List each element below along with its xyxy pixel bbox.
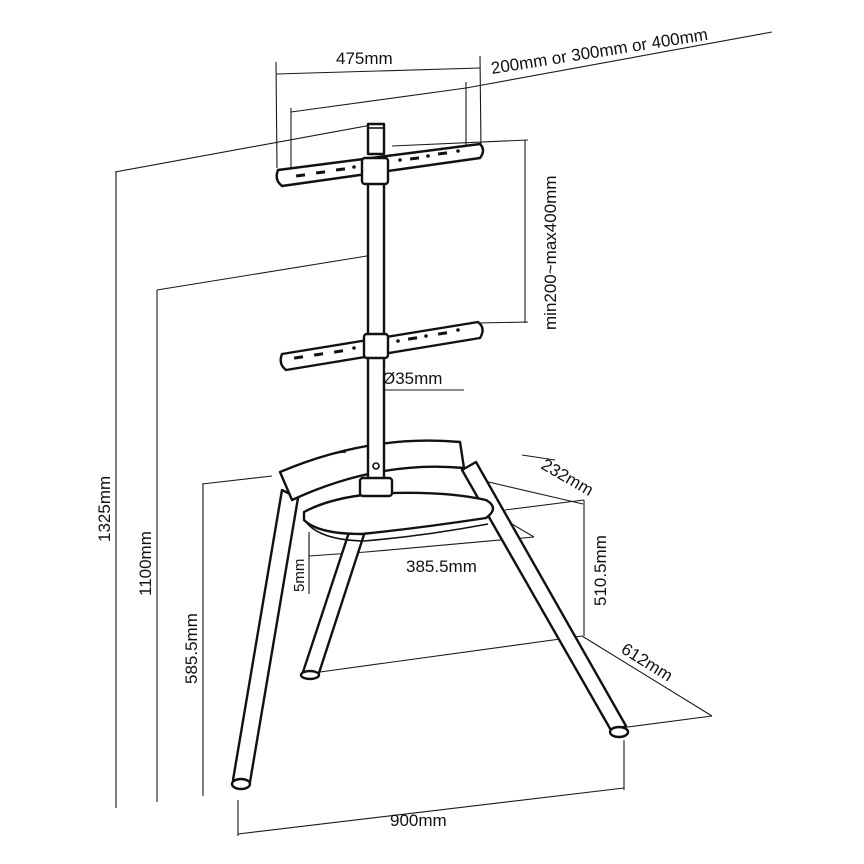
label-max-mount-height: 1100mm — [136, 531, 155, 596]
rear-leg-foot — [299, 669, 321, 681]
lower-bracket-holes — [293, 328, 460, 360]
lower-bracket-clamp — [362, 332, 390, 360]
upper-bracket-clamp — [360, 156, 390, 186]
dim-base-width-line — [237, 787, 625, 835]
dim-bracket-width-ext-left — [275, 61, 278, 169]
dim-bracket-width-line — [275, 67, 481, 75]
label-shelf-height: 510.5mm — [591, 535, 610, 606]
left-front-leg-foot — [230, 777, 252, 791]
shelf-edge — [305, 521, 489, 542]
dim-spacing-top-ext — [391, 139, 529, 147]
label-base-depth: 612mm — [618, 639, 676, 685]
dim-base-depth-line — [581, 635, 713, 717]
dim-bracket-width-ext-right — [479, 55, 482, 151]
label-shelf-width: 385.5mm — [406, 557, 477, 576]
dim-min-height-top-ext — [201, 475, 273, 485]
upper-bracket-holes — [295, 149, 460, 178]
dim-base-depth-ext-b — [619, 715, 713, 729]
dim-shelf-depth-top — [521, 454, 556, 461]
label-shelf-depth: 232mm — [538, 455, 597, 500]
label-min-mount-height: 585.5mm — [182, 613, 201, 684]
right-front-leg-foot — [608, 725, 630, 739]
pole-top — [366, 122, 386, 156]
dim-spacing-bottom-ext — [477, 321, 529, 324]
dim-vesa-leader — [465, 31, 773, 89]
label-bracket-spacing: min200~max400mm — [541, 176, 560, 331]
label-shelf-thickness: 5mm — [291, 559, 308, 592]
dim-shelf-height-top-ext — [504, 499, 585, 511]
label-bracket-width: 475mm — [336, 49, 393, 68]
dim-total-height-top-ext — [114, 123, 378, 173]
right-front-leg — [460, 460, 628, 734]
label-total-height: 1325mm — [95, 476, 114, 542]
label-base-width: 900mm — [390, 811, 447, 830]
dim-vesa-line — [290, 87, 467, 113]
pole — [366, 166, 386, 490]
pole-screw — [372, 462, 380, 470]
label-pole-diameter: Ø35mm — [382, 369, 442, 388]
base-rail-highlight — [285, 451, 347, 471]
pole-base-collar — [358, 476, 394, 498]
label-vesa: 200mm or 300mm or 400mm — [490, 25, 709, 78]
dim-max-height-top-ext — [156, 254, 374, 291]
dim-base-depth-ext — [319, 635, 583, 673]
dim-shelf-depth-ext — [479, 479, 584, 505]
left-front-leg — [231, 488, 300, 784]
